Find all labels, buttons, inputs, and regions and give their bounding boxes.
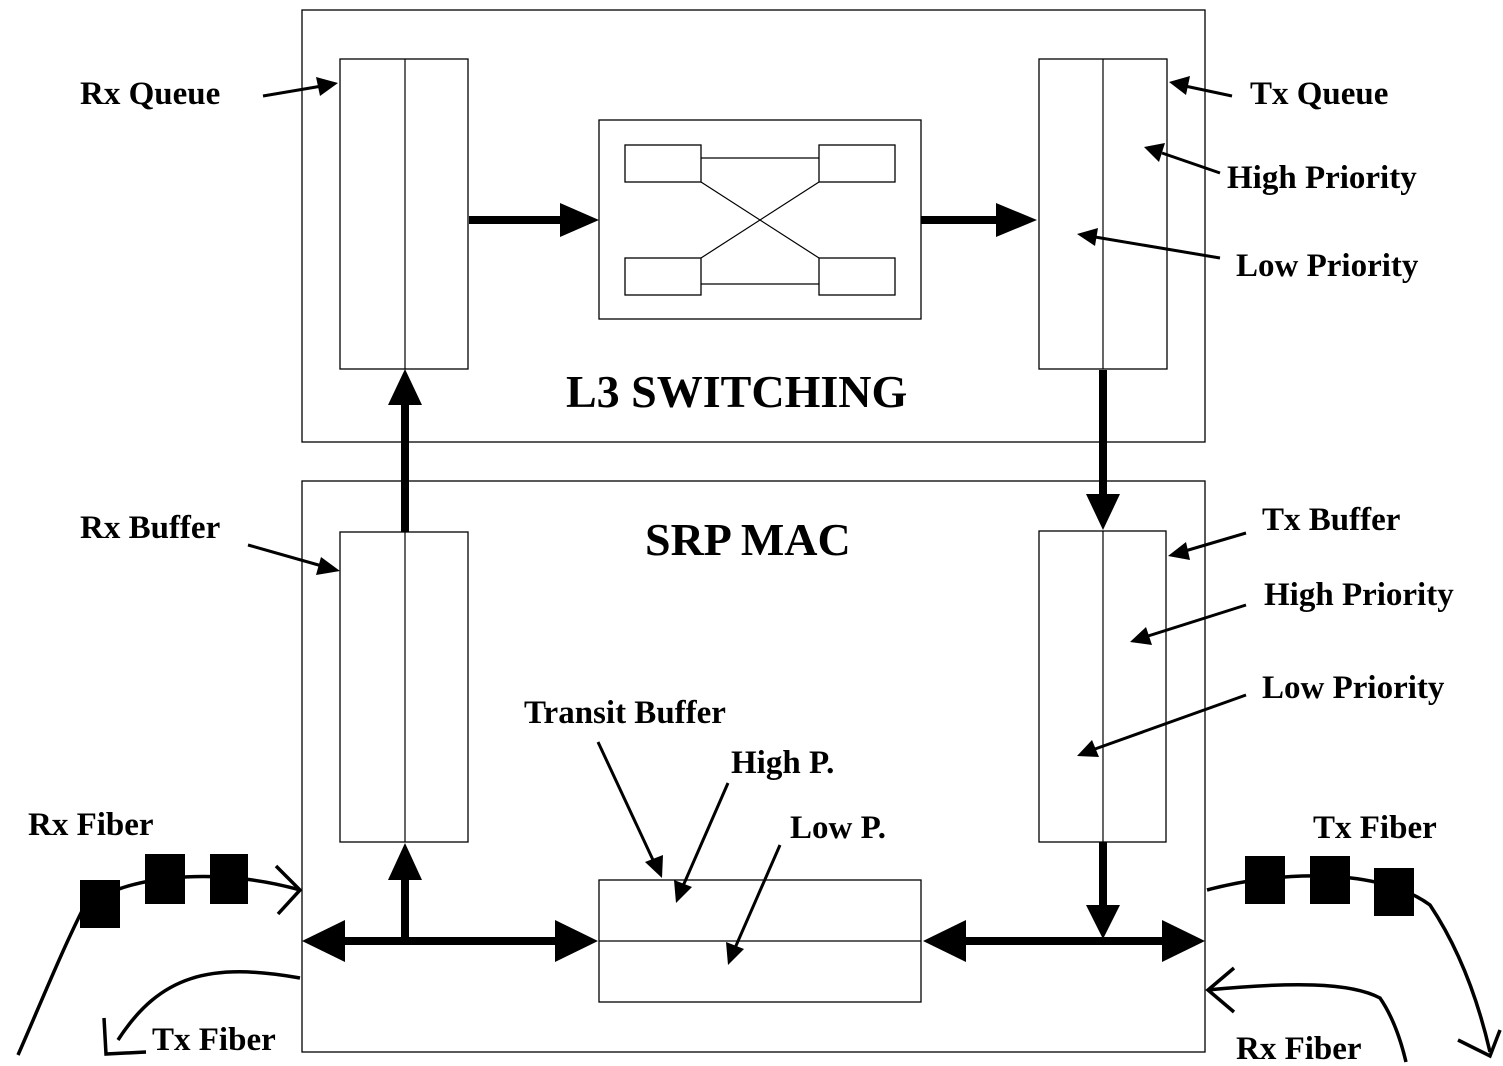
transit-buffer-pointer — [596, 741, 663, 878]
fabric-to-tx-queue-arrow — [921, 203, 1037, 237]
tx-buffer-to-bus-arrow — [1086, 842, 1120, 939]
transit-low-p-label: Low P. — [790, 810, 886, 846]
transit-high-p-label: High P. — [731, 745, 834, 781]
transit-high-pointer — [674, 782, 730, 903]
rx-queue — [339, 58, 469, 370]
tx-buffer-low-priority-label: Low Priority — [1262, 670, 1445, 706]
transit-low-pointer — [726, 844, 782, 965]
l3-switching-title: L3 SWITCHING — [566, 366, 907, 417]
tx-queue-low-priority-label: Low Priority — [1236, 248, 1419, 284]
tx-buffer-low-pointer — [1077, 693, 1247, 757]
fiber-connector-block — [80, 880, 120, 928]
bus-to-rx-buffer-arrow — [388, 843, 422, 941]
rx-fiber-right-label: Rx Fiber — [1236, 1031, 1362, 1066]
l3-switching-block — [301, 9, 1206, 443]
tx-queue-pointer — [1169, 76, 1233, 98]
fiber-connector-block — [145, 854, 185, 904]
transit-buffer-label: Transit Buffer — [524, 695, 726, 731]
tx-fiber-left — [102, 970, 301, 1056]
srp-mac-title: SRP MAC — [645, 514, 851, 565]
fiber-connector-block — [1374, 868, 1414, 916]
tx-queue — [1038, 58, 1168, 370]
tx-queue-low-pointer — [1077, 228, 1221, 260]
tx-queue-label: Tx Queue — [1250, 76, 1388, 112]
tx-fiber-right — [1206, 856, 1502, 1059]
tx-queue-high-pointer — [1144, 143, 1221, 175]
left-bus-arrow — [302, 920, 598, 962]
tx-buffer-high-priority-label: High Priority — [1264, 577, 1454, 613]
rx-fiber-right — [1205, 966, 1408, 1063]
fiber-connector-block — [1310, 856, 1350, 904]
tx-buffer — [1038, 530, 1167, 843]
switch-fabric — [598, 119, 922, 320]
rx-buffer-to-rx-queue-arrow — [388, 369, 422, 532]
tx-queue-to-tx-buffer-arrow — [1086, 370, 1120, 530]
srp-mac-block — [301, 480, 1206, 1053]
tx-fiber-left-label: Tx Fiber — [152, 1022, 276, 1058]
tx-buffer-high-pointer — [1130, 603, 1247, 645]
right-bus-arrow — [923, 920, 1205, 962]
transit-buffer — [598, 879, 922, 1003]
rx-buffer-pointer — [247, 543, 340, 575]
tx-buffer-pointer — [1168, 531, 1247, 560]
rx-buffer-label: Rx Buffer — [80, 510, 220, 546]
fiber-connector-block — [210, 854, 248, 904]
rx-buffer — [339, 531, 469, 843]
tx-fiber-right-label: Tx Fiber — [1313, 810, 1437, 846]
rx-fiber-left — [16, 854, 303, 1056]
rx-queue-pointer — [262, 77, 338, 98]
rx-fiber-left-label: Rx Fiber — [28, 807, 154, 843]
rx-queue-label: Rx Queue — [80, 76, 220, 112]
tx-buffer-label: Tx Buffer — [1262, 502, 1400, 538]
fiber-connector-block — [1245, 856, 1285, 904]
rx-queue-to-fabric-arrow — [469, 203, 599, 237]
tx-queue-high-priority-label: High Priority — [1227, 160, 1417, 196]
